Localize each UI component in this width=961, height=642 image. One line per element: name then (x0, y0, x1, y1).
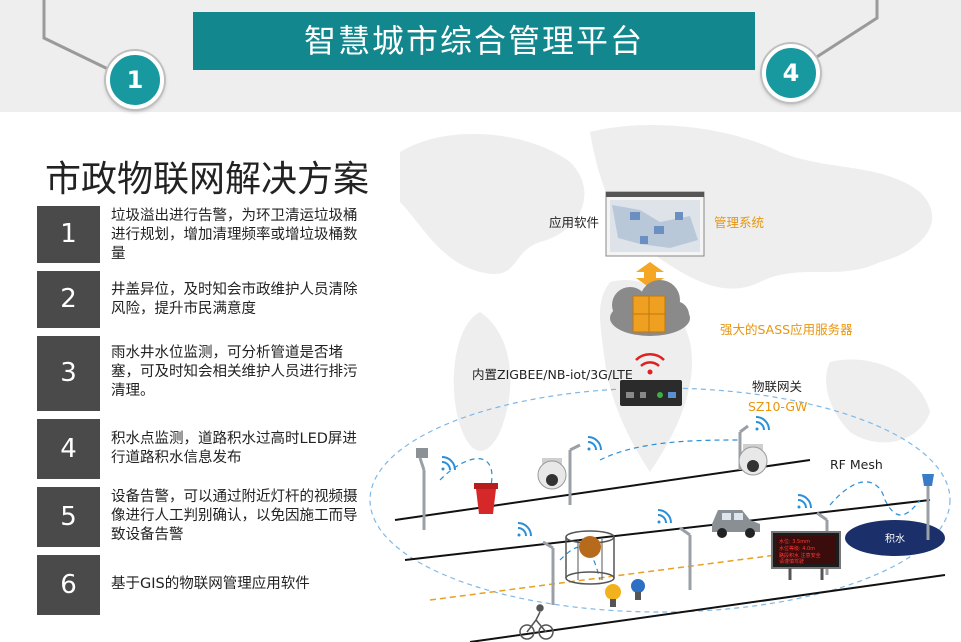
wireless-link (439, 458, 493, 491)
street-light (542, 540, 555, 605)
rainwater-well-icon (565, 530, 615, 585)
car-icon (712, 510, 760, 538)
item-number-6: 6 (37, 555, 100, 615)
item-text-3: 雨水井水位监测，可分析管道是否堵塞，可及时知会相关维护人员进行排污清理。 (111, 345, 358, 399)
street-light (679, 526, 692, 590)
led-sign-board (771, 531, 841, 580)
item-number-1: 1 (37, 206, 100, 263)
page-title: 智慧城市综合管理平台 (193, 12, 755, 70)
wifi-blue-icon (657, 509, 672, 524)
item-number-4: 4 (37, 419, 100, 479)
label-app-software: 应用软件 (549, 215, 600, 230)
wifi-blue-icon (517, 522, 532, 537)
led-line-2: 水位等级: 4.0m (779, 545, 815, 552)
iot-network-diagram: 水位: 3.5mm 水位等级: 4.0m 路段积水 注意安全 请谨慎驾驶 积水 (369, 191, 951, 642)
wifi-blue-icon (587, 436, 602, 451)
step-badge-1: 1 (106, 51, 164, 109)
street-light (418, 457, 426, 530)
water-pool-label: 积水 (885, 533, 905, 545)
wifi-blue-icon (441, 456, 456, 471)
label-iot-gateway: 物联网关 (752, 379, 803, 394)
item-number-5: 5 (37, 487, 100, 547)
header-frame-lines (42, 0, 879, 72)
item-text-4: 积水点监测，道路积水过高时LED屏进行道路积水信息发布 (111, 431, 357, 466)
section-title: 市政物联网解决方案 (45, 159, 370, 200)
gis-monitor-screenshot (605, 191, 705, 257)
label-builtin-comm: 内置ZIGBEE/NB-iot/3G/LTE (472, 367, 633, 382)
water-level-sensor-icon (922, 474, 934, 540)
label-sass-server: 强大的SASS应用服务器 (720, 322, 853, 337)
led-line-3: 路段积水 注意安全 (779, 552, 821, 559)
wifi-blue-icon (797, 494, 812, 509)
wifi-blue-icon (755, 416, 770, 431)
trash-bin-icon (474, 483, 498, 514)
manhole-sensor-icon (605, 584, 621, 607)
manhole-sensor-icon (631, 579, 645, 600)
network-range-ellipse (369, 387, 951, 613)
rf-mesh-link (829, 481, 921, 516)
dome-camera-icon (537, 458, 567, 490)
label-management-system: 管理系统 (714, 215, 765, 230)
item-text-1: 垃圾溢出进行告警，为环卫清运垃圾桶进行规划，增加清理频率或增垃圾桶数量 (111, 208, 358, 262)
street-light (568, 443, 581, 505)
wireless-link (599, 439, 741, 461)
label-gateway-model: SZ10-GW (748, 399, 808, 414)
wifi-red-icon (635, 353, 665, 375)
road-line-bottom (469, 574, 946, 642)
item-number-2: 2 (37, 271, 100, 328)
road-line-middle (404, 499, 931, 561)
item-text-2: 井盖异位，及时知会市政维护人员清除风险，提升市民满意度 (111, 282, 358, 317)
water-pool-icon (845, 520, 945, 556)
road-center-dashes (429, 547, 831, 601)
cyclist-icon (519, 604, 554, 640)
item-text-5: 设备告警，可以通过附近灯杆的视频摄像进行人工判别确认，以免因施工而导致设备告警 (111, 489, 358, 543)
item-number-3: 3 (37, 336, 100, 411)
dome-camera-icon (738, 444, 768, 476)
street-light-head (416, 448, 428, 458)
cloud-server-icon (610, 280, 690, 336)
iot-gateway-device (620, 380, 682, 406)
led-line-4: 请谨慎驾驶 (779, 558, 804, 565)
led-line-1: 水位: 3.5mm (779, 538, 810, 545)
item-text-6: 基于GIS的物联网管理应用软件 (111, 576, 310, 592)
label-rf-mesh: RF Mesh (830, 457, 883, 472)
step-badge-4: 4 (762, 44, 820, 102)
